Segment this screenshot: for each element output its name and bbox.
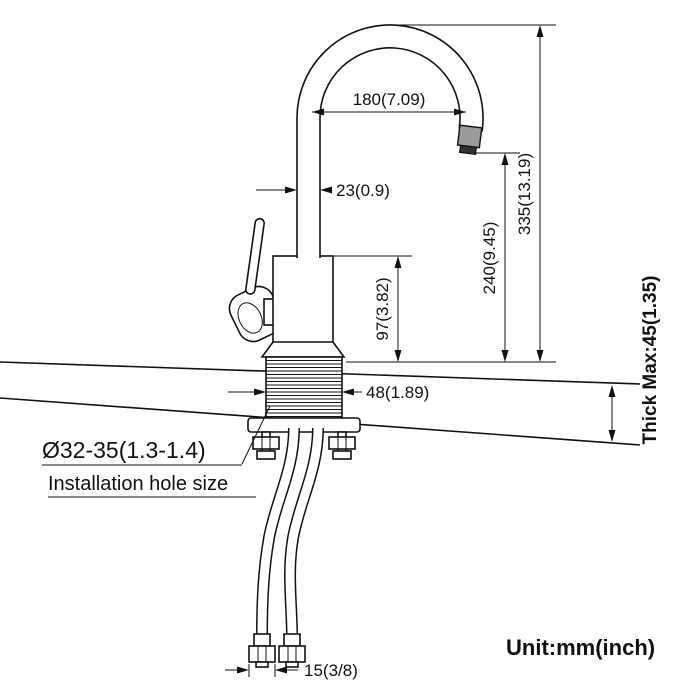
dimension-text: 15(3/8) bbox=[304, 661, 358, 680]
lock-nut-left bbox=[256, 450, 276, 460]
nozzle-aerator bbox=[458, 144, 478, 155]
mounting-hardware bbox=[247, 417, 361, 460]
threaded-shank bbox=[265, 356, 343, 419]
arrowhead bbox=[312, 108, 324, 116]
dimension-base-width: 48(1.89) bbox=[228, 383, 429, 402]
supply-hoses bbox=[248, 427, 324, 668]
labels: Ø32-35(1.3-1.4) Installation hole size U… bbox=[42, 405, 655, 660]
dimensions: 180(7.09) 23(0.9) 97(3.82) 240(9.45) bbox=[225, 24, 661, 680]
mounting-plate bbox=[247, 417, 361, 433]
arrowhead bbox=[501, 350, 509, 362]
dimension-text: 240(9.45) bbox=[480, 222, 499, 295]
deck-thickness-text: Thick Max:45(1.35) bbox=[640, 276, 661, 445]
nut-facets bbox=[261, 437, 347, 449]
connector-collar bbox=[283, 633, 301, 647]
dimension-text: 335(13.19) bbox=[515, 153, 534, 235]
arrowhead bbox=[320, 186, 332, 194]
faucet-body bbox=[272, 255, 334, 358]
hose-right bbox=[285, 427, 323, 637]
dimension-hose-connector: 15(3/8) bbox=[225, 661, 358, 680]
faucet bbox=[228, 24, 484, 668]
spout-nozzle bbox=[456, 124, 483, 155]
hose-connector-right bbox=[278, 633, 306, 668]
connector-nut-facets bbox=[287, 646, 297, 662]
handle-base-cap bbox=[237, 302, 263, 334]
arrowhead bbox=[342, 388, 354, 396]
dimension-overall-height: 335(13.19) bbox=[346, 24, 556, 363]
dimension-body-height: 97(3.82) bbox=[334, 255, 412, 362]
arrowhead bbox=[254, 388, 266, 396]
mounting-nut-right bbox=[328, 436, 356, 450]
arrowhead bbox=[608, 385, 616, 397]
installation-hole-callout: Ø32-35(1.3-1.4) Installation hole size bbox=[42, 405, 271, 498]
hole-diameter-text: Ø32-35(1.3-1.4) bbox=[42, 437, 206, 463]
connector-nut bbox=[248, 645, 276, 663]
arrowhead bbox=[275, 666, 287, 674]
connector-nut bbox=[278, 645, 306, 663]
gooseneck-spout bbox=[296, 24, 484, 258]
hole-size-text: Installation hole size bbox=[48, 473, 228, 495]
dimension-text: 97(3.82) bbox=[373, 277, 392, 340]
arrowhead bbox=[608, 430, 616, 442]
dimension-text: 180(7.09) bbox=[353, 90, 426, 109]
hose-connector-left bbox=[248, 633, 276, 668]
connector-tip bbox=[255, 661, 269, 668]
connector-tip bbox=[285, 661, 299, 668]
nozzle-body bbox=[456, 124, 483, 149]
dimension-deck-thickness: Thick Max:45(1.35) bbox=[608, 276, 661, 445]
dimension-spout-reach: 180(7.09) bbox=[312, 90, 466, 116]
unit-label: Unit:mm(inch) bbox=[506, 635, 655, 660]
hose-left bbox=[257, 427, 299, 637]
dimension-text: 23(0.9) bbox=[336, 181, 390, 200]
base-flare bbox=[260, 341, 346, 358]
lock-nut-right bbox=[332, 450, 352, 460]
mounting-nut-left bbox=[252, 436, 280, 450]
leader-line bbox=[241, 405, 271, 465]
arrowhead bbox=[285, 186, 297, 194]
connector-nut-facets bbox=[257, 646, 267, 662]
shank-outline bbox=[265, 356, 343, 419]
arrowhead bbox=[454, 108, 466, 116]
thread-hatching bbox=[266, 360, 342, 417]
dimension-pipe-diameter: 23(0.9) bbox=[256, 181, 390, 200]
arrowhead bbox=[536, 350, 544, 362]
connector-collar bbox=[253, 633, 271, 647]
arrowhead bbox=[237, 666, 249, 674]
arrowhead bbox=[501, 153, 509, 165]
handle-lever bbox=[245, 217, 265, 295]
arrowhead bbox=[536, 25, 544, 37]
arrowhead bbox=[394, 350, 402, 362]
dimension-text: 48(1.89) bbox=[366, 383, 429, 402]
dimension-outlet-height: 240(9.45) bbox=[474, 152, 520, 362]
arrowhead bbox=[394, 256, 402, 268]
